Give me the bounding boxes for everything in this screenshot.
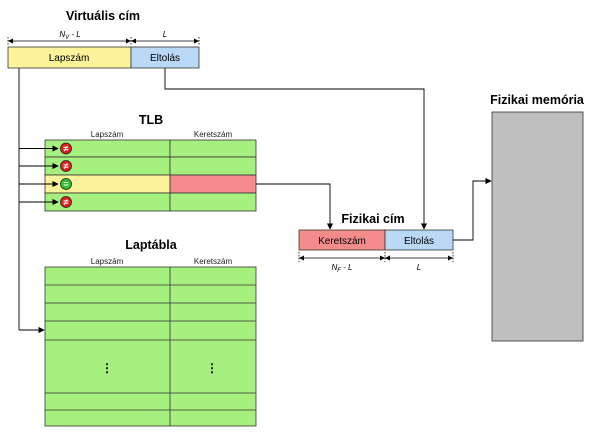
virtual-offset-width-label: L	[163, 30, 167, 39]
physical-offset-width-label: L	[417, 263, 421, 272]
tlb-comparator-1: ≠	[60, 142, 72, 155]
page-table-body	[44, 266, 257, 427]
memory-access-line	[453, 177, 492, 241]
tlb-title: TLB	[139, 113, 163, 127]
physical-memory-title: Fizikai memória	[490, 93, 585, 107]
virtual-address-title: Virtuális cím	[66, 9, 140, 23]
tlb-col-page-header: Lapszám	[91, 130, 124, 139]
comparator-symbol: ≠	[64, 161, 69, 171]
tlb-row-2-frame-cell	[169, 156, 257, 176]
mismatch-comparator-icon	[60, 142, 72, 155]
mismatch-comparator-icon	[60, 160, 72, 172]
frame-number-line	[256, 183, 334, 230]
physical-offset-field	[384, 229, 454, 251]
tlb-comparator-3: =	[60, 178, 72, 190]
physical-frame-number-label: Keretszám	[318, 236, 366, 247]
page-table-title: Laptábla	[125, 238, 177, 252]
match-comparator-icon	[60, 178, 72, 190]
tlb-row-3-frame-cell-hit	[169, 174, 257, 194]
tlb-row-4-frame-cell	[169, 192, 257, 212]
comparator-symbol: ≠	[64, 144, 69, 154]
offset-copy-line	[164, 68, 428, 230]
comparator-symbol: =	[63, 179, 68, 189]
tlb-row-1-frame-cell	[169, 139, 257, 158]
physical-address-width-dimension	[298, 252, 454, 262]
virtual-page-number-label: Lapszám	[49, 53, 90, 64]
tlb-comparator-4: ≠	[60, 196, 72, 208]
virtual-page-width-label: NV - L	[59, 30, 80, 41]
physical-memory-block	[491, 111, 584, 342]
comparator-symbol: ≠	[64, 197, 69, 207]
page-table-col-page-header: Lapszám	[91, 257, 124, 266]
page-table	[44, 266, 257, 427]
physical-frame-width-label: NF - L	[331, 263, 352, 274]
virtual-address-width-dimension	[7, 37, 200, 46]
mismatch-comparator-icon	[60, 196, 72, 208]
physical-address-title: Fizikai cím	[341, 212, 404, 226]
page-table-frame-ellipsis: ⋮	[206, 361, 218, 375]
page-table-col-frame-header: Keretszám	[194, 257, 233, 266]
physical-offset-label: Eltolás	[404, 236, 434, 247]
tlb-col-frame-header: Keretszám	[194, 130, 233, 139]
page-number-bus	[18, 68, 59, 334]
tlb-table	[44, 139, 257, 212]
page-table-page-ellipsis: ⋮	[101, 361, 113, 375]
tlb-comparator-2: ≠	[60, 160, 72, 172]
virtual-offset-label: Eltolás	[150, 53, 180, 64]
